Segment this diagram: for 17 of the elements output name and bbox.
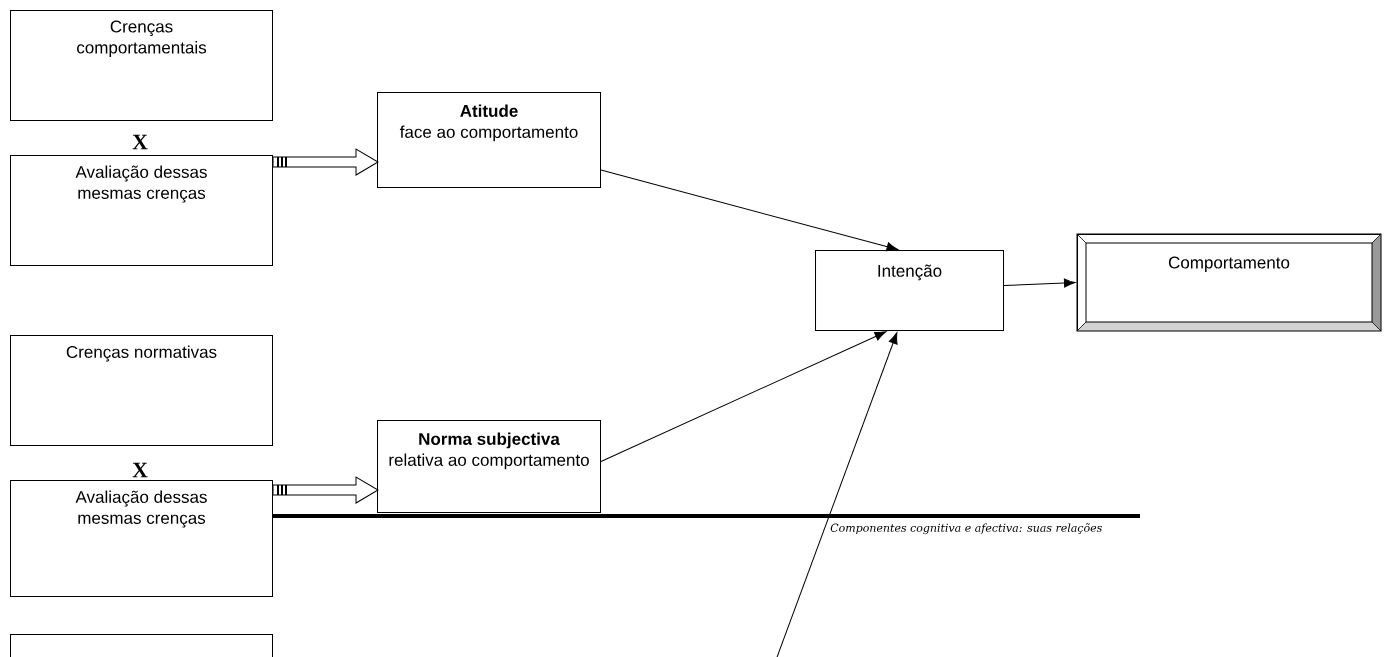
multiplication-sign: X [132, 462, 148, 478]
block-arrow [272, 148, 379, 176]
multiplication-sign: X [132, 134, 148, 150]
process-box: Crenças comportamentais [10, 10, 273, 121]
process-box: Atitude face ao comportamento [377, 92, 601, 188]
arrow [1003, 278, 1076, 288]
process-box: Intenção [815, 250, 1004, 331]
empty-box [10, 634, 273, 657]
section-title: Componentes cognitiva e afectiva: suas relações [830, 523, 1102, 535]
process-box: Avaliação dessas mesmas crenças [10, 155, 273, 266]
arrow [600, 331, 887, 462]
block-arrow [272, 476, 379, 504]
bevelled-box: Comportamento [1076, 233, 1382, 332]
process-box: Avaliação dessas mesmas crenças [10, 480, 273, 597]
process-box: Crenças normativas [10, 335, 273, 446]
process-box: Norma subjectiva relativa ao comportamento [377, 420, 601, 513]
arrow [600, 169, 899, 252]
